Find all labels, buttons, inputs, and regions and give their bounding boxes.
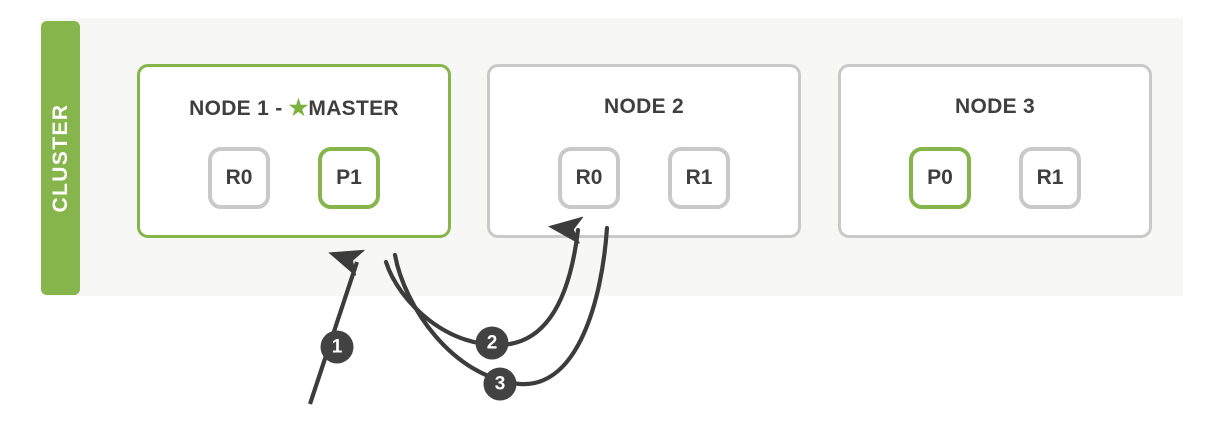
shard-list-2: R0 R1 <box>490 147 798 209</box>
step-badge-3-label: 3 <box>495 374 506 395</box>
node-title-2-prefix: NODE 2 <box>604 95 684 118</box>
shard-node1-p1[interactable]: P1 <box>318 147 380 209</box>
shard-list-1: R0 P1 <box>140 147 448 209</box>
shard-node1-r0[interactable]: R0 <box>208 147 270 209</box>
cluster-label-text: CLUSTER <box>48 103 72 213</box>
node-title-1-prefix: NODE 1 - <box>189 97 289 120</box>
step-badge-1-label: 1 <box>332 337 343 358</box>
node-title-1: NODE 1 - ★MASTER <box>140 95 448 121</box>
node-title-3: NODE 3 <box>841 95 1149 119</box>
shard-node2-r1[interactable]: R1 <box>668 147 730 209</box>
step-badge-2: 2 <box>475 326 509 360</box>
shard-node3-p0[interactable]: P0 <box>909 147 971 209</box>
node-card-3[interactable]: NODE 3 P0 R1 <box>838 64 1152 238</box>
step-badge-3: 3 <box>483 367 517 401</box>
step-badge-2-label: 2 <box>487 333 498 354</box>
node-title-2: NODE 2 <box>490 95 798 119</box>
master-star-icon: ★ <box>288 95 309 120</box>
shard-node2-r0[interactable]: R0 <box>558 147 620 209</box>
node-card-1[interactable]: NODE 1 - ★MASTER R0 P1 <box>137 64 451 238</box>
node-title-1-suffix: MASTER <box>308 97 399 120</box>
step-badge-1: 1 <box>320 330 354 364</box>
node-card-2[interactable]: NODE 2 R0 R1 <box>487 64 801 238</box>
cluster-label-tab: CLUSTER <box>41 21 80 295</box>
shard-node3-r1[interactable]: R1 <box>1019 147 1081 209</box>
node-title-3-prefix: NODE 3 <box>955 95 1035 118</box>
shard-list-3: P0 R1 <box>841 147 1149 209</box>
